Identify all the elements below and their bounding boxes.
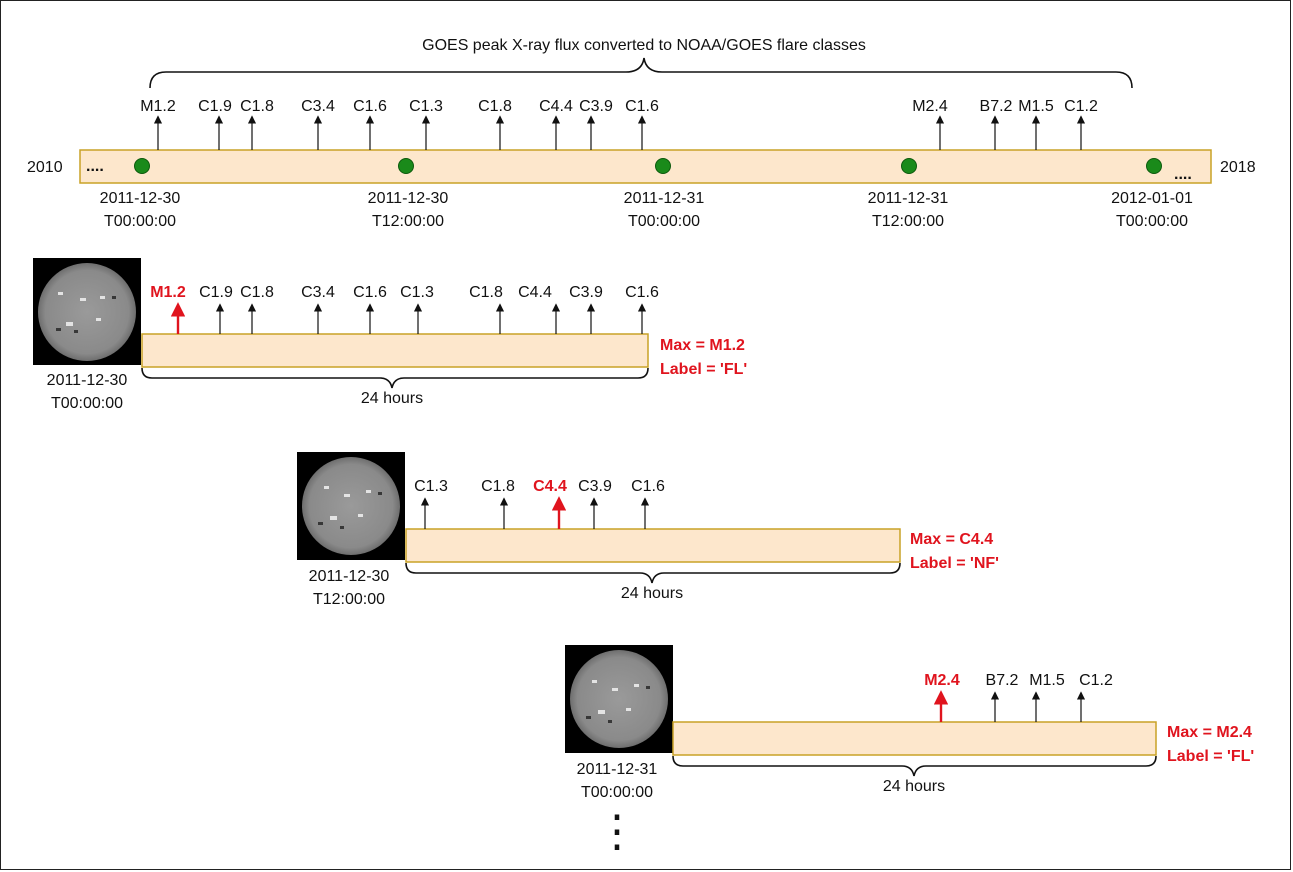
window-max-label: Max = M1.2 [660, 337, 745, 354]
window-flare-label: C4.4 [533, 478, 567, 495]
window-class-label: Label = 'FL' [1167, 748, 1254, 765]
window-max-label: Max = M2.4 [1167, 724, 1252, 741]
window-duration: 24 hours [883, 778, 945, 795]
sun-features-2 [324, 486, 371, 520]
timeline-time: T00:00:00 [104, 213, 176, 230]
timeline-flare-label: C1.3 [409, 98, 443, 115]
timeline-time: T12:00:00 [872, 213, 944, 230]
window-flare-label: M1.2 [150, 284, 186, 301]
window-max-label: Max = C4.4 [910, 531, 993, 548]
timeline-end-ellipsis: .... [1174, 166, 1192, 183]
window-brace-1 [141, 367, 649, 389]
sun-features-3 [592, 680, 639, 714]
continuation-dots: ⋮ [595, 807, 639, 856]
window-flare-label: C3.9 [569, 284, 603, 301]
timeline-date: 2011-12-30 [100, 190, 181, 207]
window-flare-label: C1.6 [631, 478, 665, 495]
timeline-date: 2011-12-30 [368, 190, 449, 207]
window-brace-3 [672, 755, 1157, 777]
window-1 [33, 258, 649, 389]
timeline-time: T00:00:00 [1116, 213, 1188, 230]
window-2 [297, 452, 901, 584]
timeline-flare-label: C3.4 [301, 98, 335, 115]
timeline-flare-label: C1.8 [240, 98, 274, 115]
sun-features-dark-3 [586, 686, 650, 723]
window-flare-label: C1.9 [199, 284, 233, 301]
window-flare-label: B7.2 [986, 672, 1019, 689]
window-flare-label: M2.4 [924, 672, 960, 689]
window-time: T12:00:00 [313, 591, 385, 608]
timeline-flare-label: M1.5 [1018, 98, 1054, 115]
window-flare-label: C1.2 [1079, 672, 1113, 689]
window-flare-label: C1.8 [469, 284, 503, 301]
window-flare-label: C1.6 [625, 284, 659, 301]
timeline-time: T00:00:00 [628, 213, 700, 230]
window-flare-label: C1.3 [414, 478, 448, 495]
timeline-sample-dot [655, 158, 671, 174]
timeline-date: 2011-12-31 [624, 190, 705, 207]
diagram-title: GOES peak X-ray flux converted to NOAA/G… [422, 37, 866, 54]
timeline-sample-dot [398, 158, 414, 174]
timeline-sample-dot [901, 158, 917, 174]
timeline-flare-label: C1.9 [198, 98, 232, 115]
timeline-start-label: 2010 [27, 159, 63, 176]
timeline-flare-label: C1.2 [1064, 98, 1098, 115]
window-flare-label: C1.8 [481, 478, 515, 495]
timeline-bar [79, 149, 1212, 184]
timeline-date: 2012-01-01 [1111, 190, 1193, 207]
timeline-flare-label: C4.4 [539, 98, 573, 115]
window-flare-label: C3.9 [578, 478, 612, 495]
window-date: 2011-12-30 [309, 568, 390, 585]
window-date: 2011-12-30 [47, 372, 128, 389]
timeline-flare-label: B7.2 [980, 98, 1013, 115]
window-class-label: Label = 'FL' [660, 361, 747, 378]
window-duration: 24 hours [361, 390, 423, 407]
window-flare-label: C3.4 [301, 284, 335, 301]
timeline-start-ellipsis: .... [86, 158, 104, 175]
window-duration: 24 hours [621, 585, 683, 602]
window-bar-3 [672, 721, 1157, 756]
window-flare-label: C1.8 [240, 284, 274, 301]
timeline-flare-label: C3.9 [579, 98, 613, 115]
sun-features-dark-1 [56, 296, 116, 333]
window-flare-label: C1.6 [353, 284, 387, 301]
window-flare-label: M1.5 [1029, 672, 1065, 689]
timeline-date: 2011-12-31 [868, 190, 949, 207]
timeline-sample-dot [1146, 158, 1162, 174]
timeline-end-label: 2018 [1220, 159, 1256, 176]
timeline-flare-label: C1.6 [625, 98, 659, 115]
timeline-flare-label: C1.8 [478, 98, 512, 115]
window-date: 2011-12-31 [577, 761, 658, 778]
timeline-flare-label: C1.6 [353, 98, 387, 115]
timeline-flare-label: M2.4 [912, 98, 948, 115]
window-3 [565, 645, 1157, 777]
window-bar-1 [141, 333, 649, 368]
timeline-time: T12:00:00 [372, 213, 444, 230]
sun-disk-3 [570, 650, 668, 748]
title-brace [149, 57, 1133, 89]
sun-features-dark-2 [318, 492, 382, 529]
sun-features-1 [58, 292, 105, 326]
timeline-sample-dot [134, 158, 150, 174]
timeline-flare-label: M1.2 [140, 98, 176, 115]
sun-disk-2 [302, 457, 400, 555]
window-flare-label: C4.4 [518, 284, 552, 301]
window-bar-2 [405, 528, 901, 563]
timeline-flares: M1.2 C1.9 C1.8 C3.4 C1.6 C1.3 C1.8 C4.4 C3.9 C1.6… [140, 98, 1098, 150]
window-time: T00:00:00 [51, 395, 123, 412]
window-brace-2 [405, 562, 901, 584]
window-class-label: Label = 'NF' [910, 555, 999, 572]
window-flare-label: C1.3 [400, 284, 434, 301]
window-time: T00:00:00 [581, 784, 653, 801]
sun-disk-1 [38, 263, 136, 361]
